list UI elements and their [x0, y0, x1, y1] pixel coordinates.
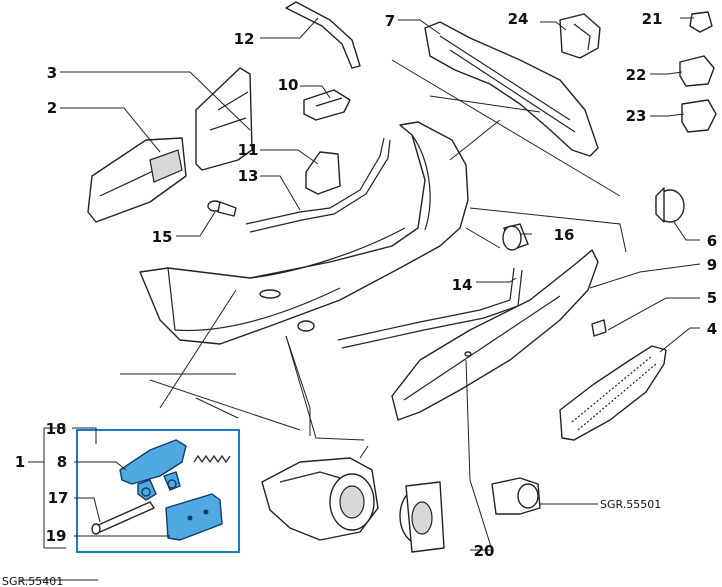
label-24: 24 [508, 10, 529, 28]
label-3: 3 [47, 64, 57, 82]
label-20: 20 [474, 542, 495, 560]
highlight-frame [76, 429, 240, 553]
label-11: 11 [238, 141, 259, 159]
clip-21 [689, 11, 713, 33]
block-11 [305, 151, 341, 195]
clip-23 [681, 99, 717, 133]
label-22: 22 [626, 66, 647, 84]
bracket-3 [195, 67, 253, 171]
energy-absorber [424, 21, 599, 157]
side-trim-9 [391, 249, 599, 421]
clip-24 [559, 13, 601, 59]
label-18: 18 [46, 420, 67, 438]
label-10: 10 [278, 76, 299, 94]
label-7: 7 [385, 12, 395, 30]
clip-10 [303, 89, 351, 121]
screw-15 [207, 200, 237, 217]
label-13: 13 [238, 167, 259, 185]
label-4: 4 [707, 320, 717, 338]
plug-6 [655, 187, 685, 223]
label-12: 12 [234, 30, 255, 48]
bumper-cover [139, 121, 469, 345]
leader-lines [20, 17, 701, 581]
wire-bracket-13 [245, 137, 391, 233]
fog-lamp-20 [399, 481, 445, 553]
label-1: 1 [15, 453, 25, 471]
parking-sensor [491, 477, 541, 515]
grille-4 [559, 345, 667, 441]
label-19: 19 [46, 527, 67, 545]
reference-code-bottom-left: SGR.55401 [2, 575, 63, 587]
hook-bracket-8 [119, 439, 187, 501]
trim-strip-12 [285, 1, 361, 69]
bumper-mount-hole [259, 289, 281, 299]
label-6: 6 [707, 232, 717, 250]
cap-16 [502, 223, 529, 251]
label-15: 15 [152, 228, 173, 246]
bracket-2 [87, 137, 187, 223]
label-21: 21 [642, 10, 663, 28]
label-5: 5 [707, 289, 717, 307]
label-23: 23 [626, 107, 647, 125]
sensor-hole [297, 320, 315, 332]
clip-22 [679, 55, 715, 87]
label-14: 14 [452, 276, 473, 294]
label-9: 9 [707, 256, 717, 274]
bolt-17 [91, 501, 155, 535]
label-2: 2 [47, 99, 57, 117]
reinforcement-14 [337, 267, 523, 349]
label-16: 16 [554, 226, 575, 244]
plate-19 [165, 493, 223, 541]
clip-5 [591, 319, 607, 337]
fog-lamp-housing [261, 457, 379, 541]
reference-code-right: SGR.55501 [600, 498, 661, 511]
label-8: 8 [57, 453, 67, 471]
spring-18 [193, 454, 231, 464]
label-17: 17 [48, 489, 69, 507]
part-labels: 3 2 12 10 11 13 15 7 24 21 22 23 6 16 14… [2, 10, 717, 587]
